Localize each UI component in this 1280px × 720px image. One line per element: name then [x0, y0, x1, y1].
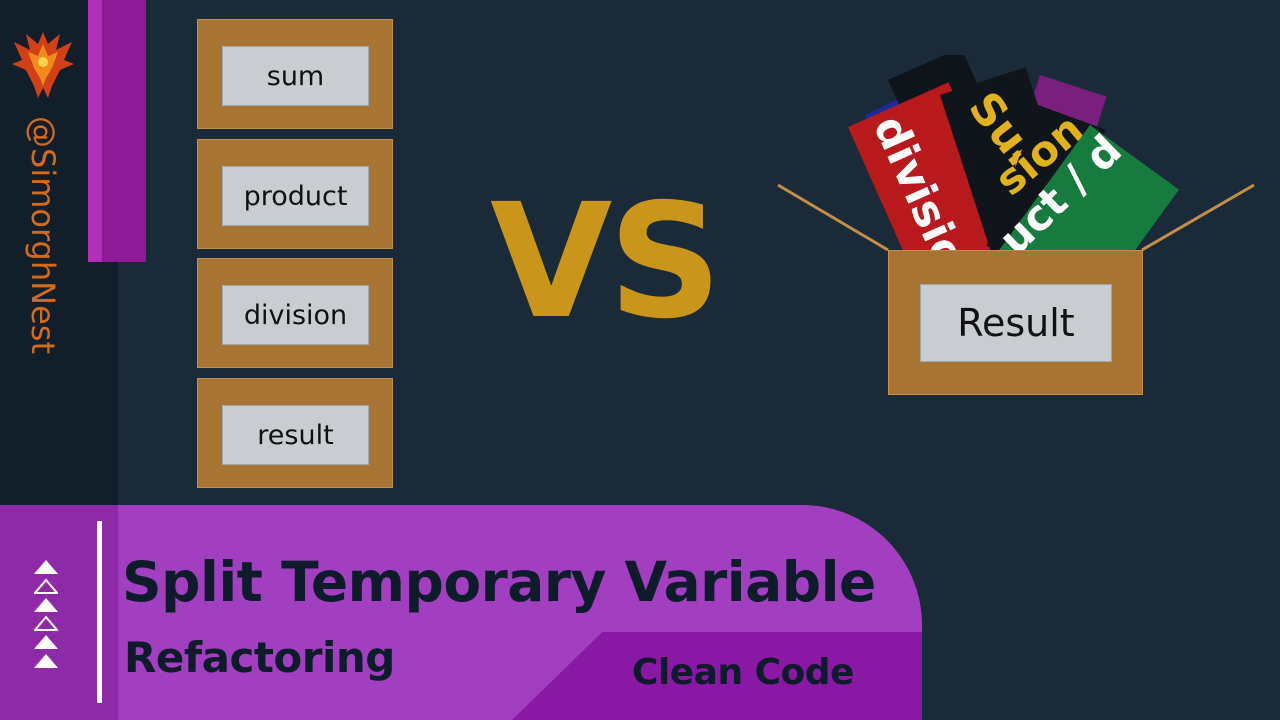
result-box: Result: [888, 250, 1143, 395]
page-subtitle: Refactoring: [124, 633, 395, 682]
variable-label: product: [222, 166, 369, 226]
variable-label: sum: [222, 46, 369, 106]
topic-tag: Clean Code: [632, 652, 854, 693]
box-flap-left: [777, 183, 889, 252]
variable-label: result: [222, 405, 369, 465]
variable-box-result: result: [197, 378, 393, 488]
vs-label: VS: [490, 170, 722, 354]
variable-box-sum: sum: [197, 19, 393, 129]
variable-box-product: product: [197, 139, 393, 249]
channel-handle: @SimorghNest: [24, 116, 62, 354]
result-label: Result: [920, 284, 1112, 362]
phoenix-icon: [12, 32, 74, 98]
variable-box-division: division: [197, 258, 393, 368]
brand-accent-bar: [88, 0, 146, 262]
triangle-arrows-icon: [34, 560, 58, 668]
page-title: Split Temporary Variable: [122, 550, 876, 614]
banner-divider: [97, 521, 102, 703]
variable-label: division: [222, 285, 369, 345]
result-box-cards: division Subtra sion uct / d: [777, 55, 1255, 255]
box-flap-right: [1141, 183, 1255, 252]
